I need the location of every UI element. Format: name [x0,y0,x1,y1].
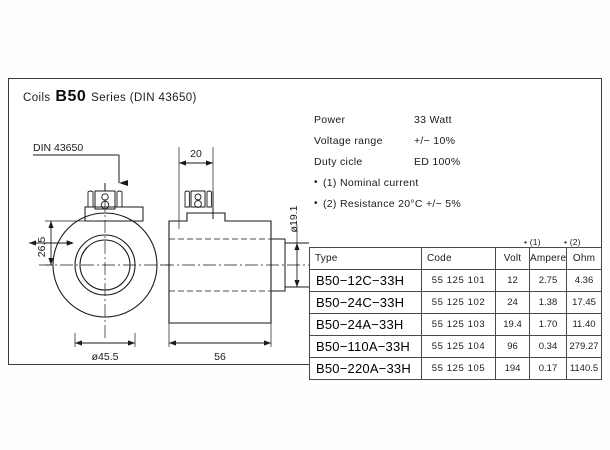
technical-drawings: DIN 43650 26.5 ø45.5 20 ø19.1 56 [29,142,309,363]
footnote-mark-2: • (2) [564,237,581,247]
cell-ampere: 0.34 [529,335,567,358]
spec-value-duty-cicle: ED 100% [414,155,461,168]
cell-ohm: 11.40 [566,313,602,336]
cell-type: B50−12C−33H [309,269,422,292]
column-header-ohm: Ohm [566,247,602,270]
bullet-icon: • [314,176,318,188]
side-view-drawing [161,147,309,347]
cell-code: 55 125 103 [421,313,496,336]
drawing-frame: Coils B50 Series (DIN 43650) Power 33 Wa… [8,78,602,380]
cell-volt: 12 [495,269,530,292]
table-header-row: Type Code Volt Ampere Ohm [309,247,602,270]
spec-row-power: Power 33 Watt [314,109,461,130]
coil-specification-table: • (1) • (2) Type Code Volt Ampere Ohm [309,234,602,380]
table-row: B50−110A−33H 55 125 104 96 0.34 279.27 [309,335,602,358]
column-header-volt: Volt [495,247,530,270]
specifications-list: Power 33 Watt Voltage range +/− 10% Duty… [314,109,461,214]
column-header-type: Type [309,247,422,270]
cell-ohm: 279.27 [566,335,602,358]
title-model: B50 [55,88,87,105]
front-view-height-dim: 26.5 [36,237,48,258]
front-view-diameter-dim: ø45.5 [92,351,119,363]
cell-volt: 194 [495,357,530,380]
spec-label-power: Power [314,113,346,126]
cell-code: 55 125 105 [421,357,496,380]
spec-label-voltage-range: Voltage range [314,134,383,147]
cell-code: 55 125 104 [421,335,496,358]
spec-value-power: 33 Watt [414,113,452,126]
table-footnote-marks: • (1) • (2) [309,234,601,247]
cell-volt: 96 [495,335,530,358]
cell-type: B50−110A−33H [309,335,422,358]
cell-ampere: 1.70 [529,313,567,336]
cell-type: B50−24C−33H [309,291,422,314]
spec-row-voltage-range: Voltage range +/− 10% [314,130,461,151]
spec-note-2-text: (2) Resistance 20°C +/− 5% [323,197,462,210]
side-view-bore-dim: ø19.1 [288,205,300,232]
page-title: Coils B50 Series (DIN 43650) [23,88,197,106]
cell-code: 55 125 102 [421,291,496,314]
title-suffix: Series (DIN 43650) [91,92,197,104]
bullet-icon: • [314,197,318,209]
din-callout-label: DIN 43650 [33,142,83,154]
side-view-top-dim: 20 [190,148,202,160]
cell-volt: 24 [495,291,530,314]
cell-ohm: 4.36 [566,269,602,292]
cell-ohm: 17.45 [566,291,602,314]
cell-ampere: 1.38 [529,291,567,314]
cell-code: 55 125 101 [421,269,496,292]
front-view-drawing [29,154,171,347]
title-prefix: Coils [23,92,51,104]
coil-table: Type Code Volt Ampere Ohm B50−12C−33H 55… [309,247,602,380]
cell-ampere: 0.17 [529,357,567,380]
column-header-code: Code [421,247,496,270]
cell-ohm: 1140.5 [566,357,602,380]
side-view-length-dim: 56 [214,351,226,363]
table-row: B50−24A−33H 55 125 103 19.4 1.70 11.40 [309,313,602,336]
table-row: B50−220A−33H 55 125 105 194 0.17 1140.5 [309,357,602,380]
cell-volt: 19.4 [495,313,530,336]
spec-note-1-text: (1) Nominal current [323,176,419,189]
cell-type: B50−220A−33H [309,357,422,380]
spec-value-voltage-range: +/− 10% [414,134,456,147]
spec-note-nominal-current: • (1) Nominal current [314,172,461,193]
table-row: B50−12C−33H 55 125 101 12 2.75 4.36 [309,269,602,292]
cell-type: B50−24A−33H [309,313,422,336]
footnote-mark-1: • (1) [524,237,541,247]
table-row: B50−24C−33H 55 125 102 24 1.38 17.45 [309,291,602,314]
cell-ampere: 2.75 [529,269,567,292]
spec-note-resistance: • (2) Resistance 20°C +/− 5% [314,193,461,214]
column-header-ampere: Ampere [529,247,567,270]
spec-row-duty-cicle: Duty cicle ED 100% [314,151,461,172]
spec-label-duty-cicle: Duty cicle [314,155,363,168]
